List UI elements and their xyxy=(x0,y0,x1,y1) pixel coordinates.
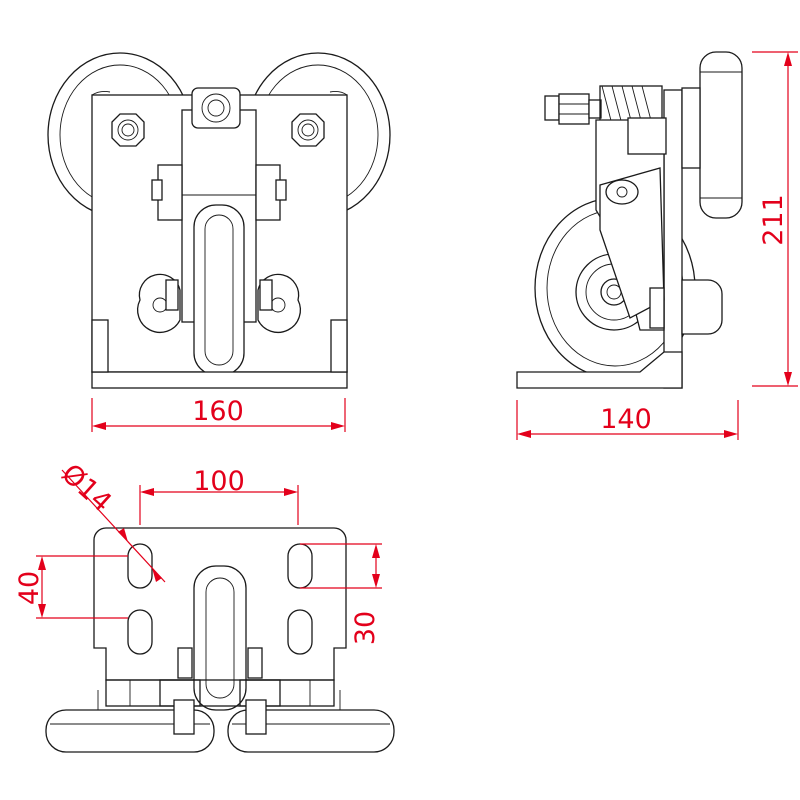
front-view xyxy=(47,52,391,389)
dim-top-slot-length: 30 xyxy=(300,543,382,645)
side-height-label: 211 xyxy=(758,194,789,246)
top-left-wheel xyxy=(45,709,215,753)
top-bolt-head xyxy=(191,87,241,129)
top-center-wheel xyxy=(193,565,247,711)
dim-front-width: 160 xyxy=(91,396,346,432)
side-upright-plate xyxy=(663,89,683,389)
side-clamp xyxy=(627,117,667,155)
front-width-label: 160 xyxy=(192,396,244,427)
top-slot-right-lower xyxy=(287,609,313,655)
side-top-wheel xyxy=(699,51,743,219)
top-hole-spacing-label: 100 xyxy=(193,466,245,497)
side-spring xyxy=(601,85,655,133)
top-slot-pitch-label: 40 xyxy=(14,571,45,605)
top-slot-right-upper xyxy=(287,543,313,589)
top-slot-left-upper xyxy=(127,543,153,589)
side-lug xyxy=(681,279,723,335)
front-base xyxy=(91,371,348,389)
side-nut xyxy=(558,93,590,125)
top-right-wheel xyxy=(227,709,395,753)
side-view xyxy=(516,51,743,389)
top-slot-left-lower xyxy=(127,609,153,655)
dim-top-slot-pitch: 40 xyxy=(14,555,128,619)
side-width-label: 140 xyxy=(600,404,652,435)
dim-top-hole-spacing: 100 xyxy=(139,466,299,525)
side-bolt-end xyxy=(544,95,560,121)
left-hex-nut xyxy=(111,113,145,147)
dim-side-width: 140 xyxy=(516,400,739,440)
right-hex-nut xyxy=(291,113,325,147)
front-center-wheel xyxy=(193,204,245,376)
top-view xyxy=(45,527,395,753)
dim-side-height: 211 xyxy=(752,51,798,387)
top-slot-length-label: 30 xyxy=(350,611,381,645)
side-swing-arm xyxy=(599,167,665,319)
top-hole-diameter-label: Ø14 xyxy=(55,458,117,518)
side-base xyxy=(516,351,683,389)
